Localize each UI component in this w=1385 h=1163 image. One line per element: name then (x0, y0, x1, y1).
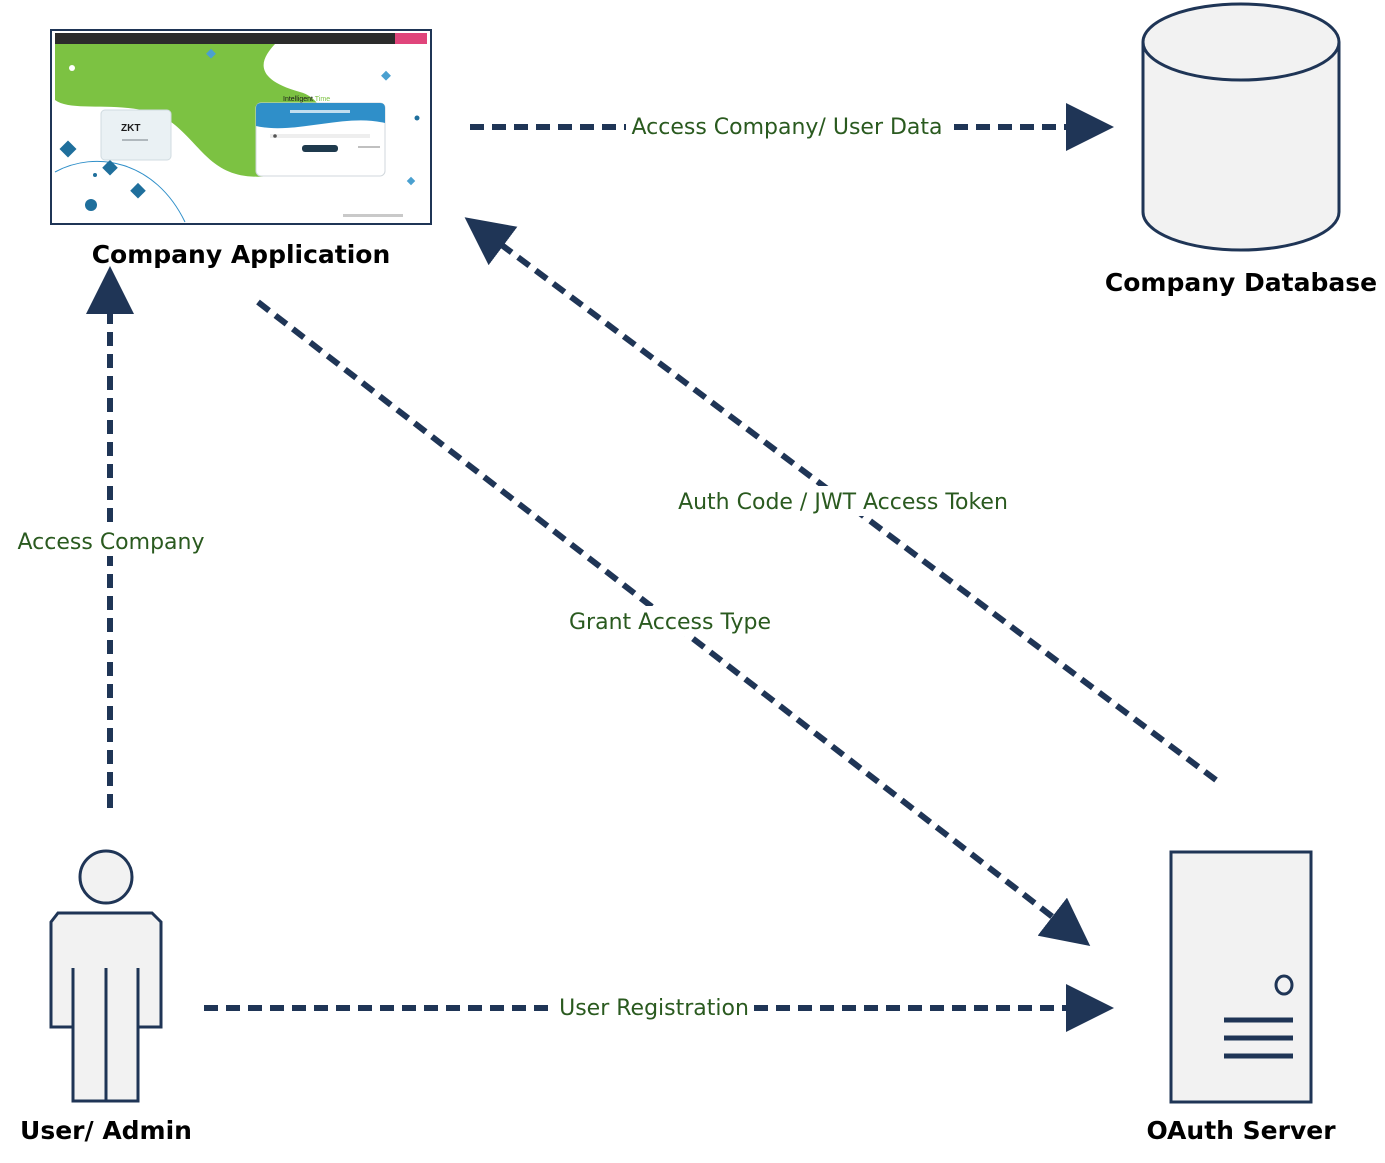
database-cylinder-icon (1141, 2, 1341, 252)
oauth-server-label: OAuth Server (1146, 1116, 1336, 1145)
edge-label-user-registration: User Registration (559, 996, 749, 1021)
edge-label-access-company-user-data: Access Company/ User Data (631, 115, 942, 140)
edge-label-grant-access-type: Grant Access Type (569, 610, 771, 635)
company-application-screenshot: ZKT Intelligent Time (50, 29, 432, 225)
time-title: Time (315, 96, 330, 103)
intelligent-title: Intelligent (283, 96, 313, 103)
company-application-label: Company Application (92, 240, 391, 269)
edge-label-auth-code-jwt: Auth Code / JWT Access Token (678, 490, 1008, 515)
edge-label-access-company: Access Company (18, 530, 205, 555)
user-admin-label: User/ Admin (20, 1116, 192, 1145)
svg-text:Intelligent Time: Intelligent Time (283, 96, 330, 103)
server-tower-icon (1169, 850, 1313, 1104)
company-database-label: Company Database (1105, 268, 1377, 297)
zkt-logo: ZKT (121, 123, 140, 134)
person-icon (49, 849, 163, 1103)
